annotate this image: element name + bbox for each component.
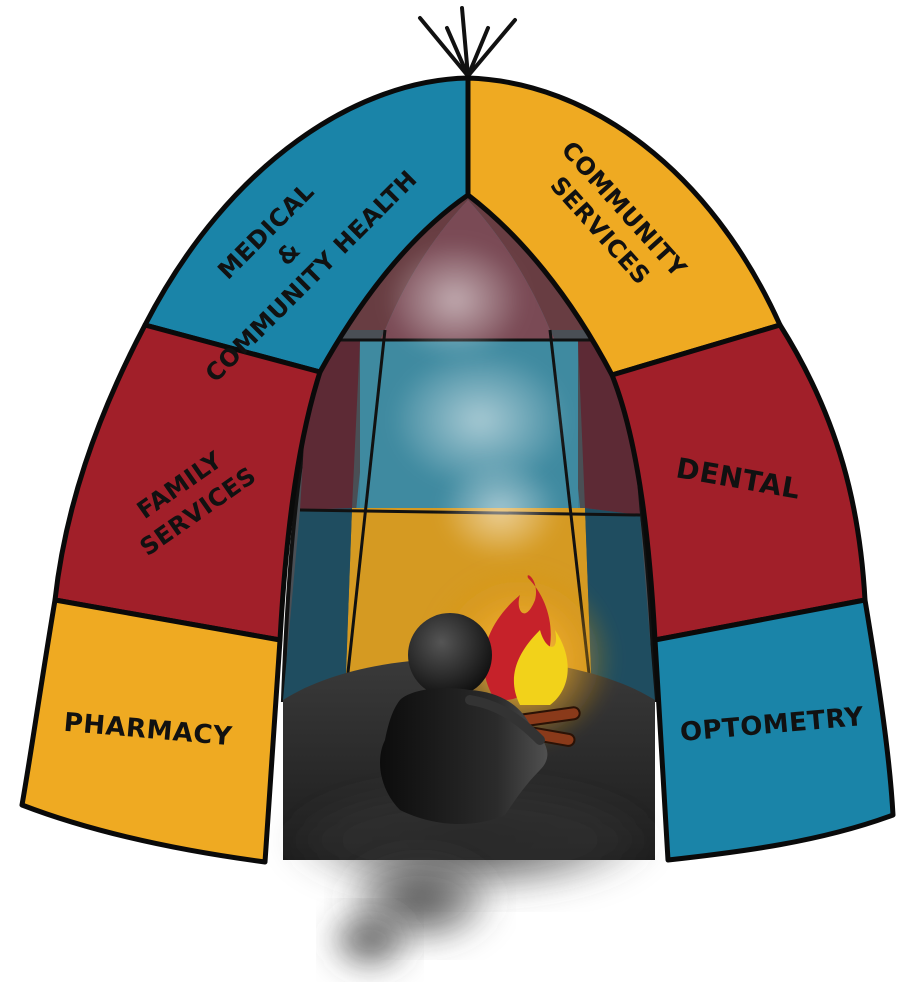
lodge-poles <box>420 8 515 76</box>
